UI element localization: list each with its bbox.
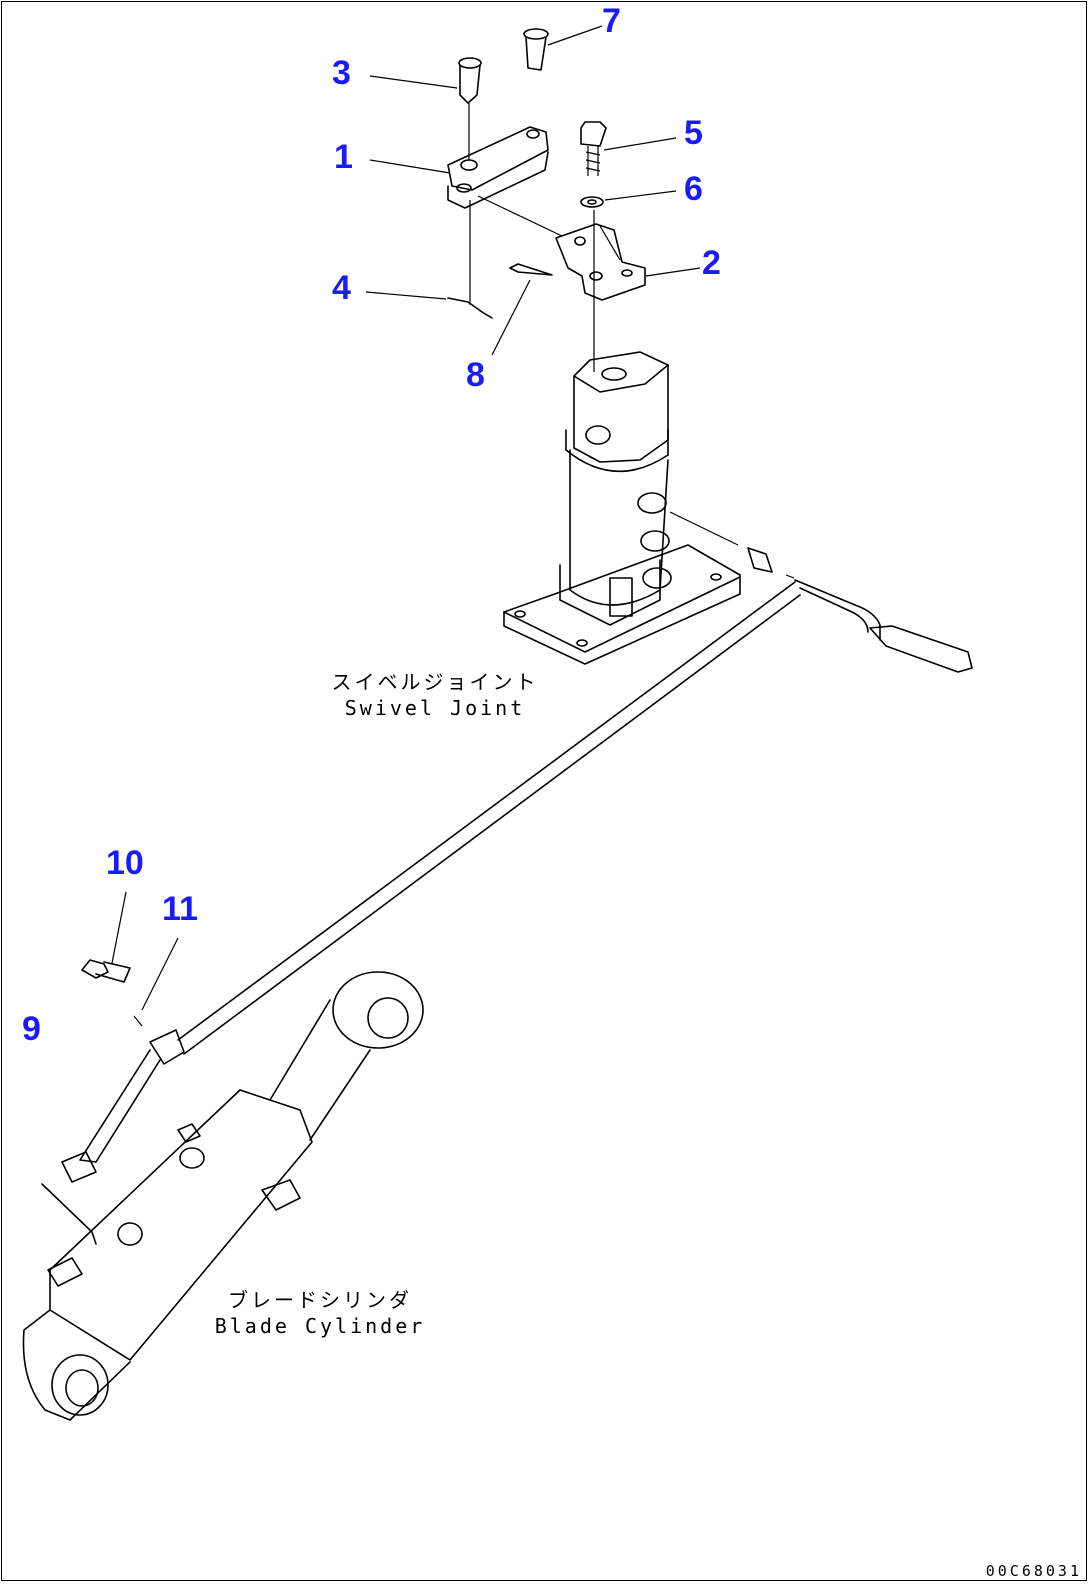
callout-9: 9 [22,1010,41,1048]
part-6-washer [580,190,677,208]
part-2-bracket [555,210,701,372]
callout-7: 7 [602,2,621,40]
part-4-clip [365,200,493,319]
callout-2: 2 [702,244,721,282]
callout-10: 10 [106,844,144,882]
part-10-bolt [81,891,131,983]
blade-cylinder [22,971,424,1421]
callout-8: 8 [466,356,485,394]
callout-6: 6 [684,170,703,208]
hose-assembly [177,511,973,1055]
part-3-pin [369,57,482,160]
callout-5: 5 [684,114,703,152]
callout-1: 1 [334,138,353,176]
blade-cylinder-label-en: Blade Cylinder [214,1314,426,1338]
swivel-joint-label-jp: スイベルジョイント [331,670,539,694]
callout-3: 3 [332,54,351,92]
callout-11: 11 [162,890,198,928]
swivel-joint-label-en: Swivel Joint [344,696,526,720]
blade-cylinder-label-jp: ブレードシリンダ [228,1288,412,1312]
drawing-code: 00C68031 [985,1562,1082,1580]
swivel-joint [503,351,741,665]
part-7-pin [523,25,603,71]
part-5-bolt [580,121,677,176]
part-1-link [369,126,563,237]
part-8-pin [491,263,553,356]
callout-4: 4 [332,269,351,307]
part-11-washer [133,937,179,1027]
